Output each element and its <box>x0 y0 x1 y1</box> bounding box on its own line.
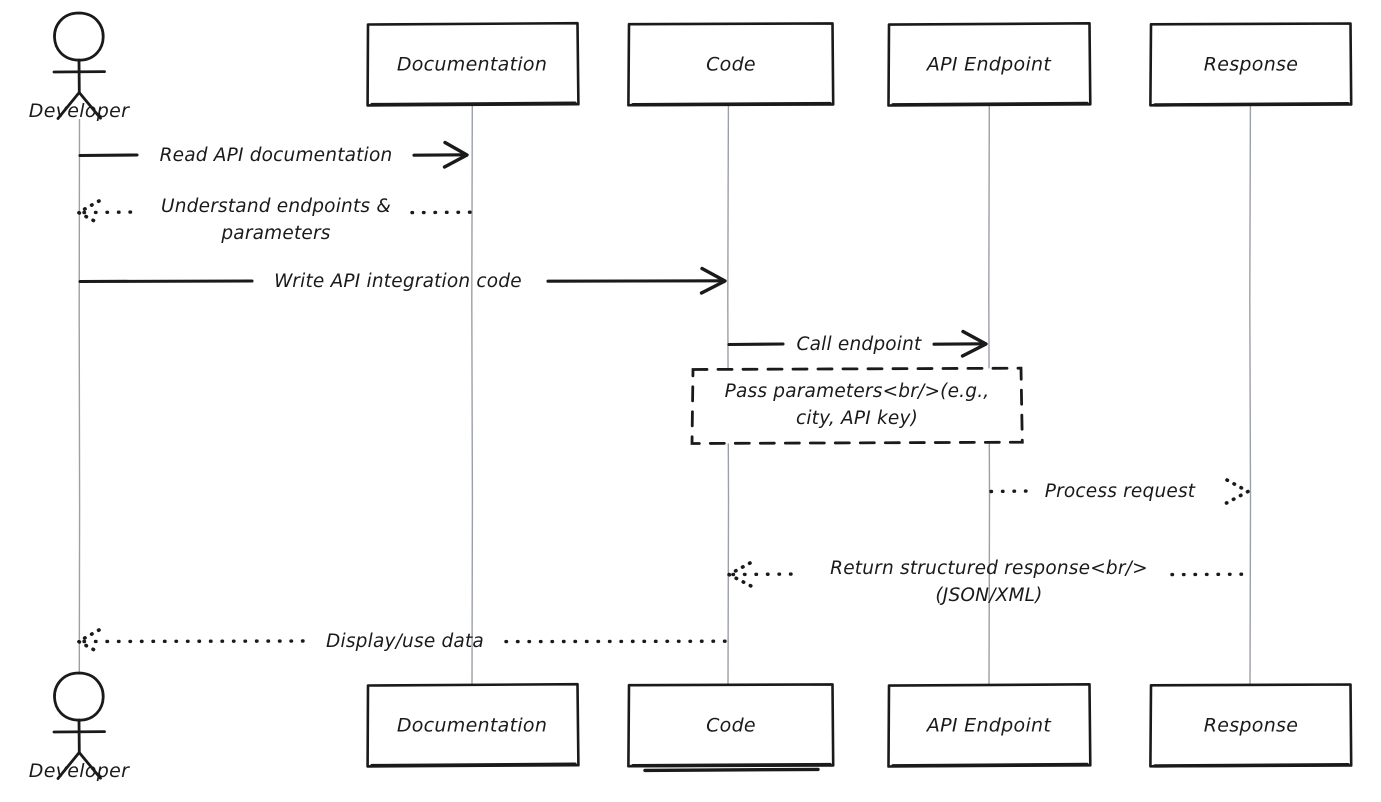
arrowhead-right-icon <box>1224 478 1252 505</box>
box-bottom-accent <box>631 101 832 107</box>
message-write-api-integration-code[interactable]: Write API integration code <box>78 266 727 295</box>
lifeline-response <box>1249 104 1252 687</box>
arrowhead-left-icon <box>725 561 753 588</box>
participant-label: API Endpoint <box>925 54 1053 76</box>
box-outline <box>366 682 580 768</box>
arrowhead-left-icon <box>74 628 102 655</box>
message-label: Read API documentation <box>160 145 393 166</box>
participant-label: API Endpoint <box>925 715 1053 737</box>
box-bottom-accent <box>891 762 1089 768</box>
message-label: Call endpoint <box>796 334 922 355</box>
message-line-left-segment <box>82 210 140 215</box>
message-label-line1: Understand endpoints & <box>161 196 391 217</box>
participant-label: Response <box>1204 54 1299 76</box>
actor-head-icon <box>53 671 105 722</box>
message-display-use-data[interactable]: Display/use data <box>74 628 729 655</box>
participant-box-response-bottom[interactable]: Response <box>1149 683 1353 768</box>
message-call-endpoint[interactable]: Call endpoint <box>727 329 988 358</box>
message-line-left-segment <box>78 153 139 158</box>
lifeline-documentation <box>471 104 474 687</box>
message-label-line2: parameters <box>220 223 330 244</box>
box-outline <box>1149 22 1353 107</box>
actor-developer-bottom[interactable]: Developer <box>29 671 130 782</box>
message-label: Display/use data <box>326 631 484 652</box>
arrowhead-right-icon <box>960 329 988 358</box>
participant-box-documentation-bottom[interactable]: Documentation <box>366 682 580 768</box>
arrowhead-left-icon <box>74 199 102 226</box>
participant-box-code-bottom[interactable]: Code <box>627 683 835 773</box>
message-label-line1: Return structured response<br/> <box>830 558 1148 579</box>
box-bottom-accent <box>370 101 577 107</box>
actor-head-icon <box>53 11 105 62</box>
message-line-left-segment <box>731 572 802 577</box>
box-outline <box>627 683 835 768</box>
box-bottom-accent-2 <box>643 767 820 773</box>
message-process-request[interactable]: Process request <box>989 478 1252 505</box>
note-outline <box>690 366 1024 445</box>
participant-box-api-endpoint-bottom[interactable]: API Endpoint <box>887 683 1092 768</box>
message-label: Process request <box>1045 481 1196 502</box>
box-bottom-accent <box>370 762 577 768</box>
message-understand-endpoints[interactable]: Understand endpoints & parameters <box>74 196 472 244</box>
box-outline <box>366 21 580 107</box>
participant-label: Code <box>706 54 756 76</box>
participant-box-response-top[interactable]: Response <box>1149 22 1353 107</box>
box-bottom-accent <box>631 762 832 768</box>
participant-label: Code <box>706 715 756 737</box>
note-label-line2: city, API key) <box>796 408 918 429</box>
lifelines-group <box>78 104 1252 687</box>
participant-label: Documentation <box>397 54 547 76</box>
participant-label: Documentation <box>397 715 547 737</box>
participant-box-documentation-top[interactable]: Documentation <box>366 21 580 107</box>
message-label: Write API integration code <box>274 271 522 292</box>
message-read-api-documentation[interactable]: Read API documentation <box>78 140 469 169</box>
actor-label-developer: Developer <box>29 760 130 782</box>
box-bottom-accent <box>891 101 1089 107</box>
box-outline <box>1149 683 1353 768</box>
participant-box-api-endpoint-top[interactable]: API Endpoint <box>887 22 1092 107</box>
message-label-line2: (JSON/XML) <box>935 585 1042 606</box>
arrowhead-right-icon <box>442 140 469 169</box>
actor-legs-icon <box>56 91 102 120</box>
box-outline <box>887 683 1092 768</box>
box-bottom-accent <box>1153 102 1350 107</box>
message-line-left-segment <box>727 342 785 347</box>
box-outline <box>887 22 1092 107</box>
actor-label-developer: Developer <box>29 100 130 122</box>
note-label-line1: Pass parameters<br/>(e.g., <box>725 381 990 402</box>
arrowhead-right-icon <box>699 266 727 295</box>
participant-label: Response <box>1204 715 1299 737</box>
actor-legs-icon <box>56 751 102 780</box>
message-line-left-segment <box>78 279 254 284</box>
box-outline <box>627 22 835 107</box>
box-bottom-accent <box>1153 763 1350 768</box>
note-pass-parameters[interactable]: Pass parameters<br/>(e.g., city, API key… <box>690 366 1024 445</box>
message-line-left-segment <box>82 639 309 644</box>
message-line-left-segment <box>989 489 1031 494</box>
actor-developer-top[interactable]: Developer <box>29 11 130 122</box>
participant-box-code-top[interactable]: Code <box>627 22 835 107</box>
message-return-structured-response[interactable]: Return structured response<br/> (JSON/XM… <box>725 558 1250 606</box>
